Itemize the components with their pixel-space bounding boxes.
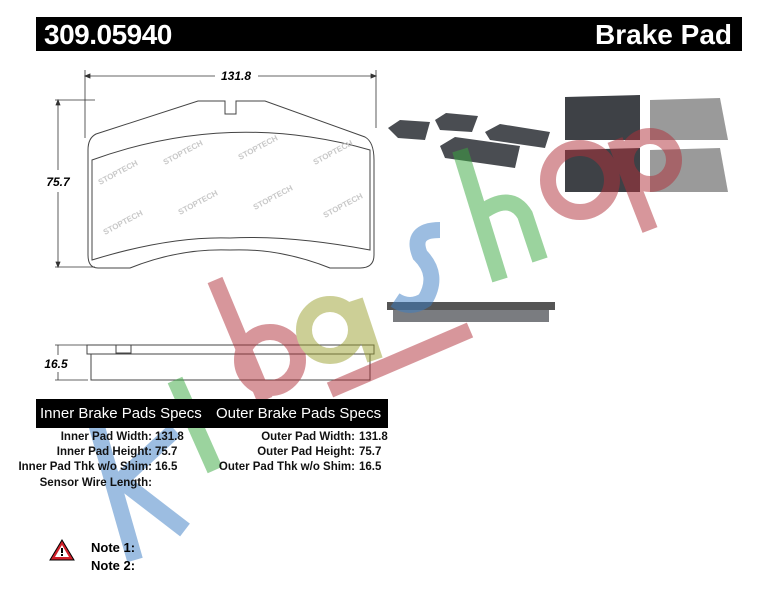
header-bar: 309.05940 Brake Pad (36, 17, 742, 51)
outer-specs: Outer Pad Width: 131.8 Outer Pad Height:… (200, 431, 400, 481)
brand-text: STOPTECH (237, 133, 280, 161)
note-2: Note 2: (91, 558, 135, 573)
inner-height-label: Inner Pad Height: (56, 446, 152, 458)
inner-specs: Inner Pad Width: 131.8 Inner Pad Height:… (0, 431, 200, 501)
width-label: 131.8 (221, 69, 251, 83)
inner-height-value: 75.7 (155, 446, 178, 458)
note-1-label: Note 1: (91, 540, 136, 555)
brand-text: STOPTECH (177, 188, 220, 216)
part-number: 309.05940 (44, 19, 172, 50)
width-dimension (83, 70, 378, 138)
inner-width-label: Inner Pad Width: (60, 431, 152, 443)
pad-side-photo (387, 302, 555, 322)
pad-set-photo (388, 113, 550, 168)
height-dimension (55, 98, 95, 381)
outer-specs-title: Outer Brake Pads Specs (216, 405, 382, 422)
specs-header: Inner Brake Pads Specs Outer Brake Pads … (36, 399, 388, 428)
outer-height-value: 75.7 (359, 446, 382, 458)
brand-text: STOPTECH (322, 191, 365, 219)
outer-height-label: Outer Pad Height: (257, 446, 355, 458)
brand-text: STOPTECH (97, 158, 140, 186)
brand-text: STOPTECH (252, 183, 295, 211)
height-label: 75.7 (46, 175, 71, 189)
outer-width-label: Outer Pad Width: (261, 431, 355, 443)
brand-pattern: STOPTECH STOPTECH STOPTECH STOPTECH STOP… (97, 133, 365, 236)
note-2-label: Note 2: (91, 558, 136, 573)
brand-text: STOPTECH (102, 208, 145, 236)
product-type: Brake Pad (595, 19, 732, 50)
pad-front-view (87, 100, 375, 269)
inner-specs-title: Inner Brake Pads Specs (40, 405, 202, 422)
brand-text: STOPTECH (312, 138, 355, 166)
thickness-label: 16.5 (44, 357, 68, 371)
outer-thickness-value: 16.5 (359, 461, 382, 473)
watermark-logo (87, 128, 682, 563)
inner-thickness-label: Inner Pad Thk w/o Shim: (18, 461, 152, 473)
brand-text: STOPTECH (162, 138, 205, 166)
warning-icon (49, 539, 75, 561)
note-1: Note 1: (91, 540, 135, 555)
inner-thickness-value: 16.5 (155, 461, 178, 473)
outer-width-value: 131.8 (359, 431, 388, 443)
inner-width-value: 131.8 (155, 431, 184, 443)
sensor-wire-label: Sensor Wire Length: (39, 477, 152, 489)
outer-thickness-label: Outer Pad Thk w/o Shim: (218, 461, 355, 473)
